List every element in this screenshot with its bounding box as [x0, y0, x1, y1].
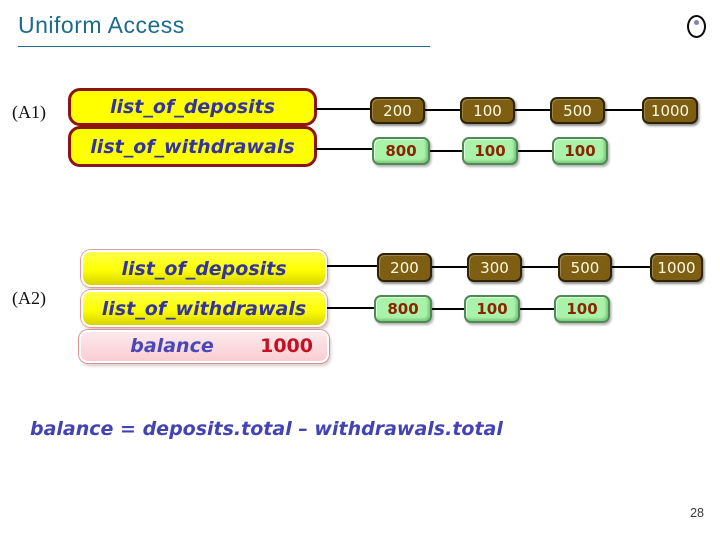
a1-list-of-withdrawals-box: list_of_withdrawals — [68, 126, 317, 167]
connector-line — [327, 307, 374, 309]
group-label-a2: (A2) — [12, 288, 46, 308]
a2-deposit-node-4: 1000 — [650, 253, 703, 282]
connector-line — [515, 109, 550, 111]
a1-list-of-deposits-box: list_of_deposits — [68, 88, 317, 126]
title-underline — [18, 46, 430, 47]
connector-line — [430, 150, 462, 152]
balance-value: 1000 — [260, 335, 313, 357]
connector-line — [316, 148, 372, 150]
a2-deposit-node-3: 500 — [558, 253, 612, 282]
a2-balance-box: balance 1000 — [79, 330, 329, 363]
a1-withdrawal-node-1: 800 — [372, 137, 430, 165]
a2-deposit-node-2: 300 — [467, 253, 522, 282]
connector-line — [605, 109, 642, 111]
a1-deposit-node-1: 200 — [370, 97, 425, 124]
connector-line — [522, 266, 558, 268]
connector-line — [520, 308, 554, 310]
a2-withdrawal-node-3: 100 — [554, 295, 610, 323]
a1-withdrawal-node-3: 100 — [552, 137, 608, 165]
connector-line — [316, 108, 370, 110]
balance-formula: balance = deposits.total – withdrawals.t… — [30, 418, 503, 440]
page-number: 28 — [690, 506, 704, 520]
connector-line — [612, 266, 650, 268]
group-label-a1: (A1) — [12, 102, 46, 122]
connector-line — [432, 266, 467, 268]
connector-line — [432, 308, 464, 310]
eye-dot-icon-pupil — [694, 20, 699, 25]
a2-withdrawal-node-1: 800 — [374, 295, 432, 323]
connector-line — [425, 109, 460, 111]
a2-deposit-node-1: 200 — [377, 253, 432, 282]
a2-withdrawal-node-2: 100 — [464, 295, 520, 323]
connector-line — [327, 265, 377, 267]
a1-deposit-node-2: 100 — [460, 97, 515, 124]
a2-list-of-withdrawals-box: list_of_withdrawals — [81, 290, 327, 327]
eye-dot-icon — [687, 15, 706, 38]
balance-label: balance — [130, 335, 214, 357]
a2-list-of-deposits-box: list_of_deposits — [81, 250, 327, 287]
a1-deposit-node-3: 500 — [550, 97, 605, 124]
a1-withdrawal-node-2: 100 — [462, 137, 518, 165]
connector-line — [518, 150, 552, 152]
a1-deposit-node-4: 1000 — [642, 97, 698, 124]
page-title: Uniform Access — [18, 12, 185, 38]
